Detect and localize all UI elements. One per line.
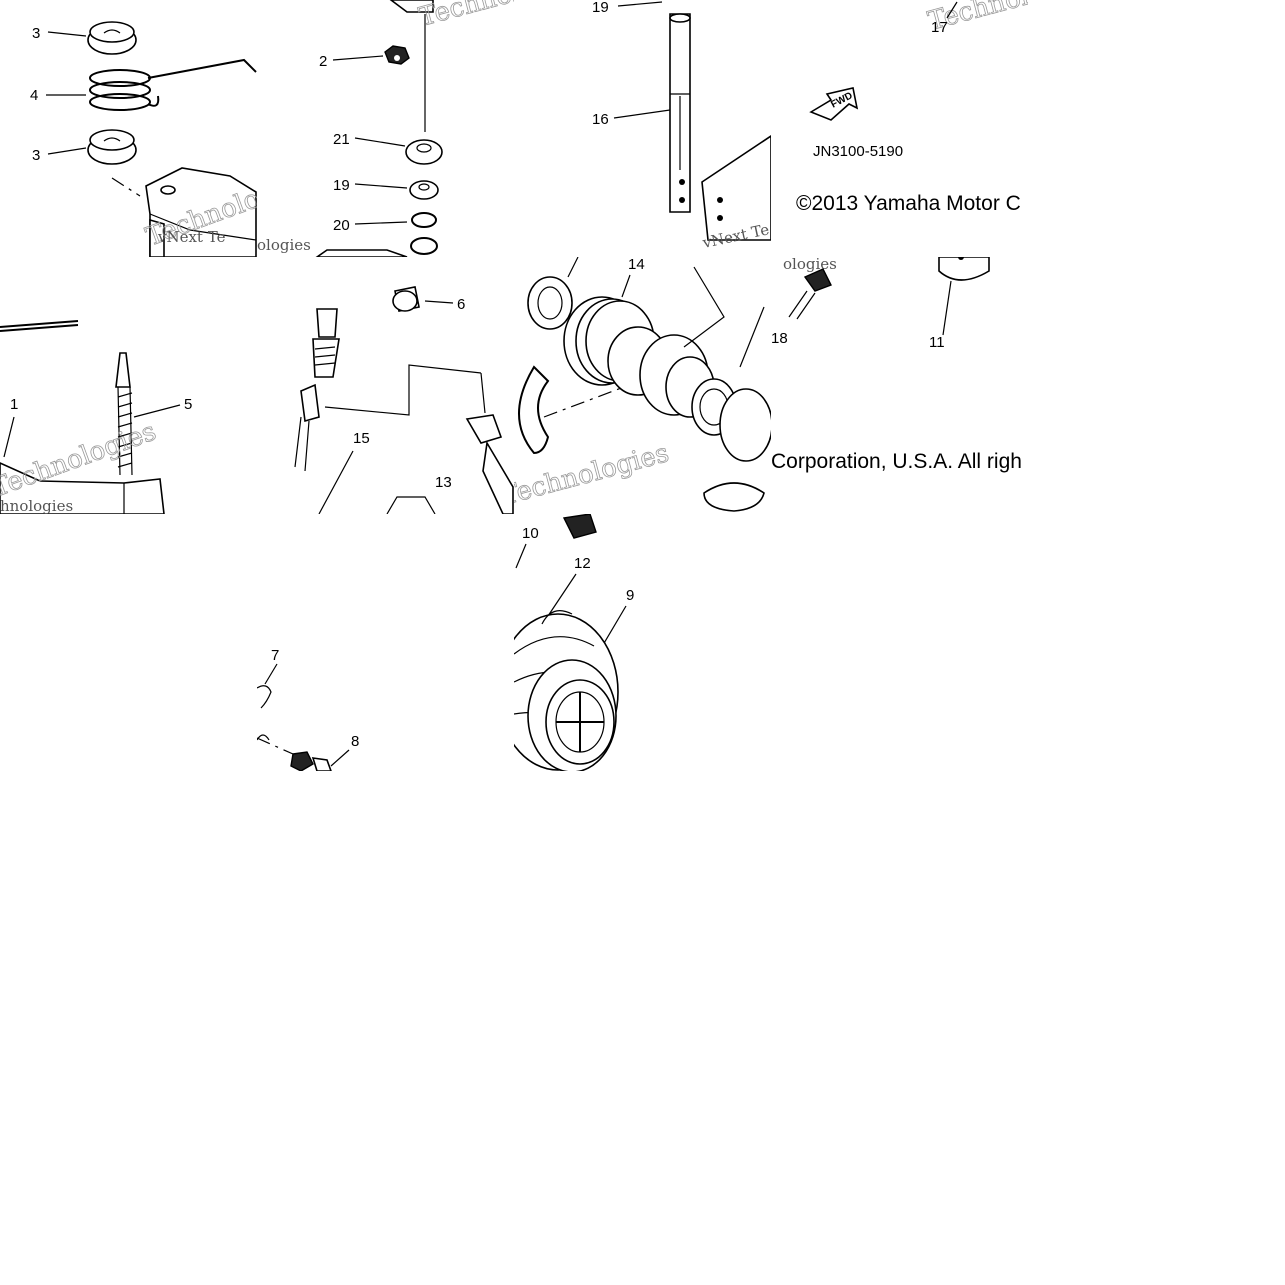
callout-1: 1 <box>10 396 18 413</box>
callout-20: 20 <box>333 217 350 234</box>
callout-3-top: 3 <box>32 25 40 42</box>
tile-r1c4: Technologies 17 FWD JN3100-5190 ©2013 Ya… <box>771 0 1028 257</box>
callout-12: 12 <box>574 555 591 572</box>
callout-4: 4 <box>30 87 38 104</box>
callout-21: 21 <box>333 131 350 148</box>
watermark-text: Technologies <box>514 438 672 512</box>
callout-8: 8 <box>351 733 359 750</box>
fwd-arrow-icon <box>809 87 859 121</box>
tile-r2c1: 5 1 Technologies hnologies <box>0 257 257 514</box>
watermark-text: Technologies <box>416 0 514 33</box>
callout-14: 14 <box>628 257 645 273</box>
callout-2: 2 <box>319 53 327 70</box>
tile-r2c3: 14 Technologies <box>514 257 771 514</box>
watermark-text: hnologies <box>0 497 73 514</box>
callout-16: 16 <box>592 111 609 128</box>
watermark-text: ologies <box>257 236 311 254</box>
tile-r1c3: 19 16 vNext Te <box>514 0 771 257</box>
copyright-line-1: ©2013 Yamaha Motor C <box>796 192 1021 215</box>
callout-3-bottom: 3 <box>32 147 40 164</box>
callout-6: 6 <box>457 296 465 313</box>
tile-r3c2: 7 8 <box>257 514 514 771</box>
callout-17: 17 <box>931 19 948 36</box>
callout-13: 13 <box>435 474 452 491</box>
callout-9: 9 <box>626 587 634 604</box>
tile-r1c2: Technologies 2 21 19 20 ologies <box>257 0 514 257</box>
callout-10: 10 <box>522 525 539 542</box>
callout-5: 5 <box>184 396 192 413</box>
watermark-text: ologies <box>783 257 837 273</box>
callout-11: 11 <box>929 334 945 351</box>
callout-7: 7 <box>271 647 279 664</box>
callout-15: 15 <box>353 430 370 447</box>
tile-r1c1: 3 4 3 Technologies vNext Te <box>0 0 257 257</box>
tile-r2c4: ologies 18 11 Corporation, U.S.A. All ri… <box>771 257 1028 514</box>
part-code: JN3100-5190 <box>813 143 903 160</box>
tile-r2c2: 6 15 13 <box>257 257 514 514</box>
watermark-text: vNext Te <box>157 228 226 246</box>
copyright-line-2: Corporation, U.S.A. All righ <box>771 450 1022 473</box>
callout-19: 19 <box>333 177 350 194</box>
callout-19-top: 19 <box>592 0 609 16</box>
tile-r3c3: 10 12 9 <box>514 514 771 771</box>
callout-18: 18 <box>771 330 788 347</box>
